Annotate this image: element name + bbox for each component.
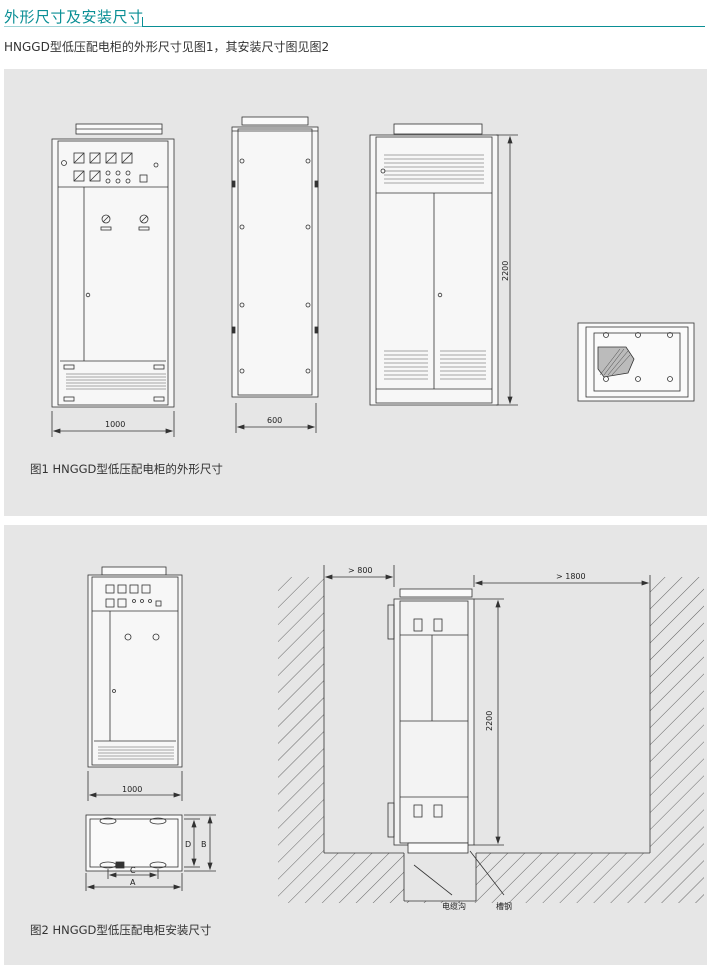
- title-divider-tick: [142, 17, 143, 27]
- label-channel-steel: 槽钢: [496, 901, 512, 911]
- dim-rear-clearance: > 1800: [556, 572, 586, 581]
- side-cabinet-view: [231, 116, 319, 433]
- section-title: 外形尺寸及安装尺寸: [4, 8, 144, 26]
- dim-front-clearance: > 800: [348, 566, 373, 575]
- install-front-view: [87, 566, 183, 801]
- dim-height: 2200: [501, 261, 510, 281]
- title-underline: [4, 26, 142, 27]
- dim-d: D: [185, 840, 191, 849]
- rear-cabinet-view: [369, 123, 518, 406]
- dim-a: A: [130, 878, 136, 887]
- label-cable-trench: 电缆沟: [442, 901, 466, 911]
- dim-side-depth: 600: [267, 416, 282, 425]
- dim-b: B: [201, 840, 207, 849]
- figure1-caption: 图1 HNGGD型低压配电柜的外形尺寸: [30, 462, 223, 476]
- dim-c: C: [130, 866, 136, 875]
- figure1-panel: 1000 600 2200 图1 HNGGD型低压配电柜的外形尺寸: [4, 69, 707, 516]
- figure1-drawing: 1000 600 2200: [51, 116, 695, 437]
- base-plan-view: [577, 322, 695, 402]
- title-rule: [142, 26, 705, 27]
- dim-install-height: 2200: [485, 711, 494, 731]
- figure2-drawing: 1000 B D C A > 800 > 1800 2200 电缆沟 槽钢: [85, 565, 704, 911]
- figure2-caption: 图2 HNGGD型低压配电柜安装尺寸: [30, 923, 212, 937]
- room-section-view: [278, 565, 704, 903]
- dim-install-front-width: 1000: [122, 785, 142, 794]
- install-base-plan: [85, 814, 216, 891]
- intro-text: HNGGD型低压配电柜的外形尺寸见图1，其安装尺寸图见图2: [4, 40, 330, 54]
- front-cabinet-view: [51, 123, 175, 437]
- dim-front-width: 1000: [105, 420, 125, 429]
- figure2-panel: 1000 B D C A > 800 > 1800 2200 电缆沟 槽钢 图2…: [4, 525, 707, 965]
